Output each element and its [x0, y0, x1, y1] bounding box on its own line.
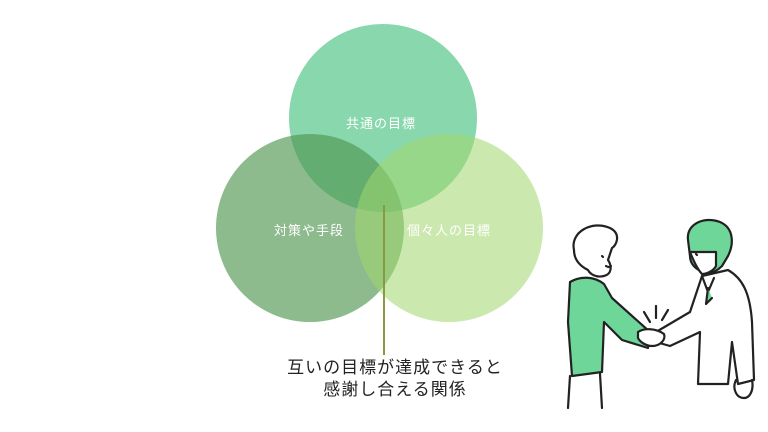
label-individual-goal: 個々人の目標: [407, 224, 492, 239]
caption-line-1: 互いの目標が達成できると: [287, 358, 503, 378]
label-measures: 対策や手段: [274, 224, 345, 239]
venn-circle-individual-goal: [355, 134, 543, 322]
pointer-line: [383, 205, 385, 355]
label-common-goal: 共通の目標: [346, 117, 417, 132]
handshake-illustration-icon: [566, 218, 756, 410]
caption: 互いの目標が達成できると 感謝し合える関係: [270, 357, 520, 401]
caption-line-2: 感謝し合える関係: [323, 380, 467, 400]
